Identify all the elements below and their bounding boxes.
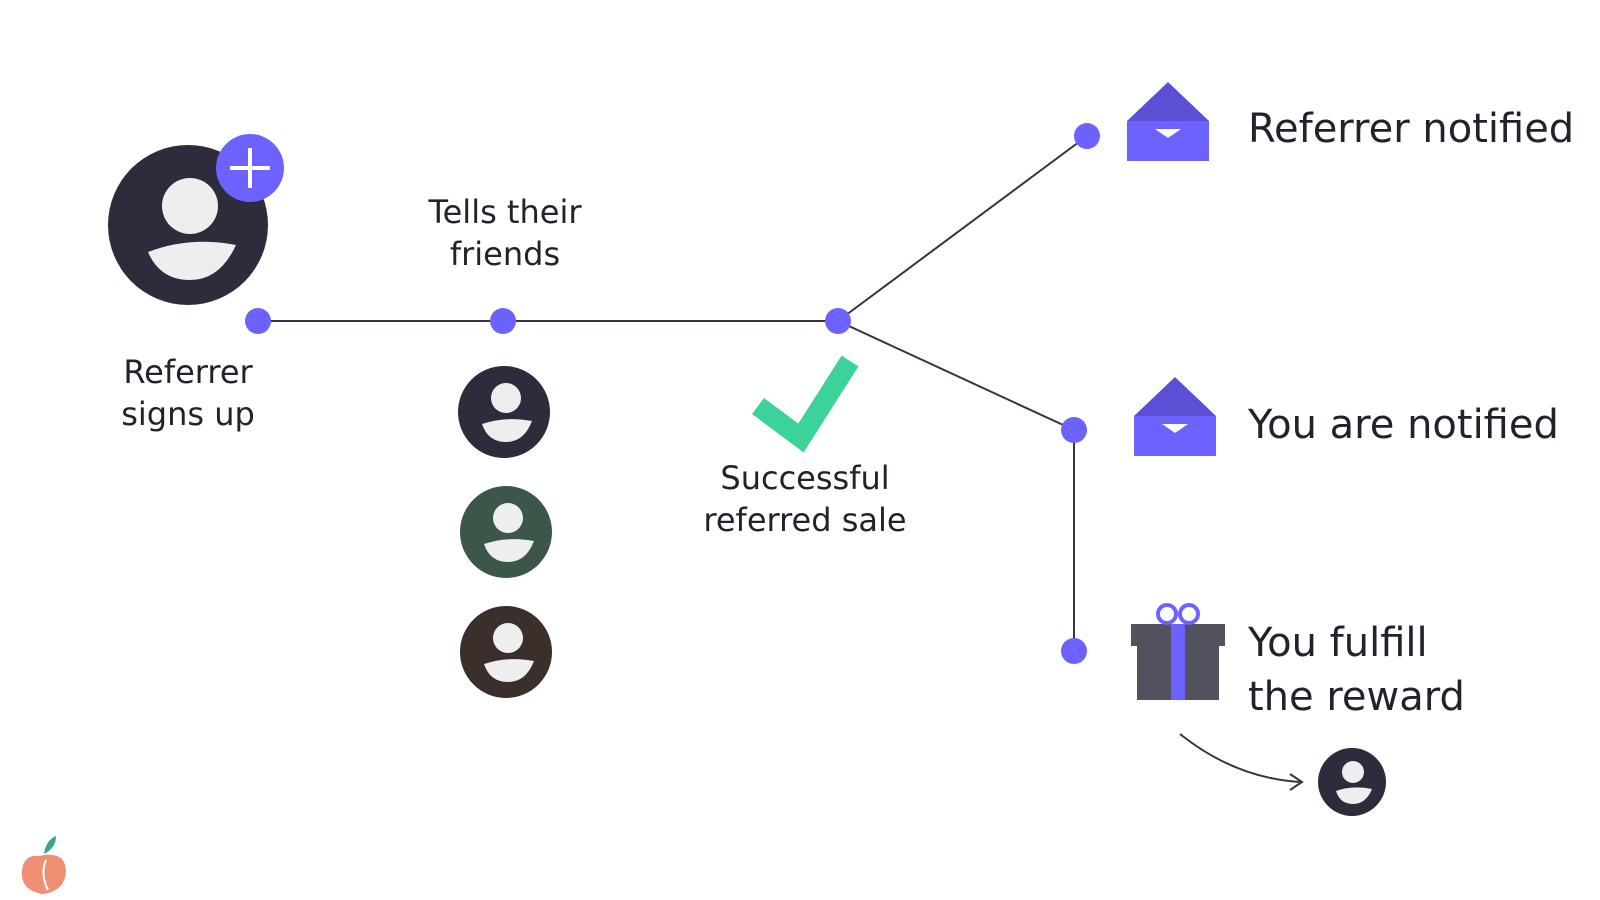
- flow-nodes: [245, 123, 1100, 664]
- user-icon: [460, 606, 552, 698]
- tells-friends-label: Tells their friends: [410, 192, 600, 275]
- node-referrer-notified: [1074, 123, 1100, 149]
- node-tells-friends: [490, 308, 516, 334]
- referrer-signup-line2: signs up: [121, 394, 255, 433]
- envelope-icon: [1127, 82, 1209, 161]
- successful-sale-line1: Successful: [720, 459, 890, 497]
- arrow-to-recipient: [1179, 733, 1301, 783]
- flow-lines: [258, 135, 1304, 791]
- fulfill-reward-label: You fulfill the reward: [1248, 616, 1465, 724]
- successful-sale-line2: referred sale: [703, 500, 907, 539]
- tells-friends-line1: Tells their: [428, 193, 582, 231]
- gift-icon: [1131, 603, 1225, 700]
- line-sale-to-referrer-notified: [837, 135, 1088, 322]
- arrow-head: [1289, 773, 1304, 791]
- referrer-signup-label: Referrer signs up: [108, 352, 268, 435]
- referrer-notified-label: Referrer notified: [1248, 106, 1575, 152]
- tells-friends-line2: friends: [449, 234, 561, 273]
- check-icon: [752, 355, 859, 453]
- successful-sale-label: Successful referred sale: [690, 458, 920, 541]
- fulfill-reward-line1: You fulfill: [1248, 620, 1428, 666]
- user-plus-icon: [108, 134, 284, 305]
- line-sale-to-you-notified: [837, 320, 1075, 431]
- user-icon: [1318, 748, 1386, 816]
- user-icon: [458, 366, 550, 458]
- referrer-signup-line1: Referrer: [123, 353, 253, 391]
- node-sale: [825, 308, 851, 334]
- node-fulfill: [1061, 638, 1087, 664]
- node-you-notified: [1061, 417, 1087, 443]
- peach-logo-icon: [21, 836, 66, 894]
- user-icon: [460, 486, 552, 578]
- you-notified-label: You are notified: [1248, 402, 1559, 448]
- node-signup: [245, 308, 271, 334]
- fulfill-reward-line2: the reward: [1248, 674, 1465, 720]
- envelope-icon: [1134, 377, 1216, 456]
